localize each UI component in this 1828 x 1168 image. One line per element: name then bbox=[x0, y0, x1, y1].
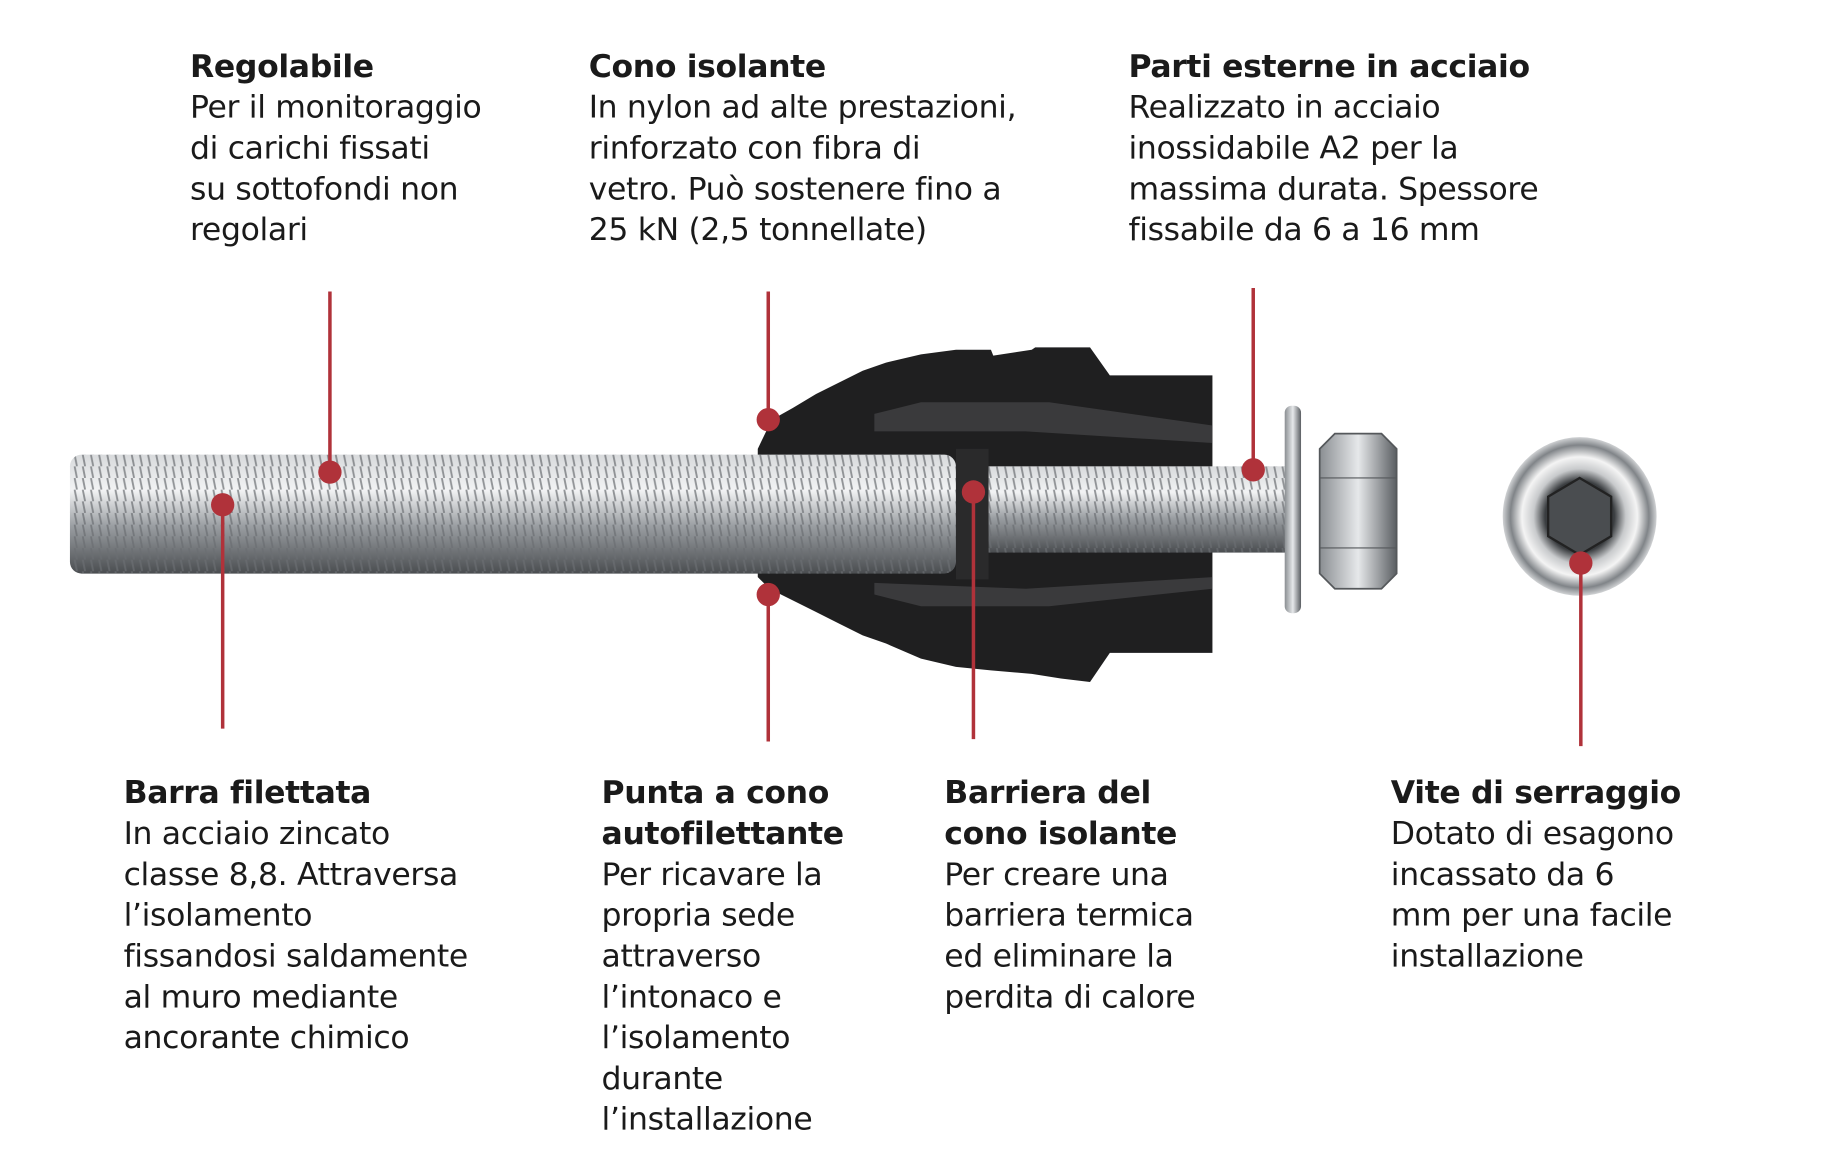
label-line: al muro mediante bbox=[123, 979, 399, 1016]
label-line: barriera termica bbox=[944, 897, 1194, 934]
label-line: Dotato di esagono bbox=[1390, 816, 1674, 853]
label-line: rinforzato con fibra di bbox=[588, 130, 921, 167]
label-line: ancorante chimico bbox=[123, 1020, 410, 1057]
label-title: Vite di serraggio bbox=[1390, 775, 1681, 812]
label-line: Per ricavare la bbox=[601, 856, 823, 894]
label-title: Barriera del bbox=[944, 775, 1151, 812]
clamping-screw bbox=[1502, 437, 1657, 596]
label-title: cono isolante bbox=[944, 816, 1178, 853]
label-line: attraverso bbox=[601, 938, 762, 975]
label-line: classe 8,8. Attraversa bbox=[123, 856, 459, 894]
label-line: fissabile da 6 a 16 mm bbox=[1128, 212, 1480, 249]
label-line: ed eliminare la bbox=[944, 938, 1174, 975]
label-line: vetro. Può sostenere fino a bbox=[588, 171, 1002, 208]
callout-dots bbox=[211, 408, 1593, 607]
label-line: su sottofondi non bbox=[190, 171, 459, 208]
label-line: incassato da 6 bbox=[1390, 856, 1615, 894]
label-title: Parti esterne in acciaio bbox=[1128, 48, 1530, 86]
label-line: In nylon ad alte prestazioni, bbox=[588, 89, 1017, 126]
label-line: Realizzato in acciaio bbox=[1128, 89, 1441, 126]
label-barriera: Barriera del cono isolante Per creare un… bbox=[944, 773, 1195, 1018]
label-line: propria sede bbox=[601, 897, 796, 934]
label-punta-cono: Punta a cono autofilettante Per ricavare… bbox=[601, 773, 845, 1140]
washer-and-nut bbox=[1284, 405, 1398, 614]
label-line: In acciaio zincato bbox=[123, 816, 391, 853]
label-parti-esterne: Parti esterne in acciaio Realizzato in a… bbox=[1128, 47, 1538, 251]
label-line: perdita di calore bbox=[944, 979, 1196, 1016]
label-line: fissandosi saldamente bbox=[123, 938, 469, 975]
label-line: l’isolamento bbox=[123, 897, 313, 934]
label-line: installazione bbox=[1390, 938, 1584, 975]
label-cono-isolante: Cono isolante In nylon ad alte prestazio… bbox=[589, 47, 1017, 251]
label-title: Barra filettata bbox=[123, 775, 372, 812]
label-line: Per creare una bbox=[944, 856, 1169, 894]
label-regolabile: Regolabile Per il monitoraggio di carich… bbox=[190, 47, 482, 251]
label-title: autofilettante bbox=[601, 816, 845, 853]
label-line: massima durata. Spessore bbox=[1128, 171, 1539, 208]
label-line: l’intonaco e bbox=[601, 979, 782, 1016]
label-title: Regolabile bbox=[190, 48, 374, 86]
label-line: regolari bbox=[190, 212, 308, 249]
label-line: 25 kN (2,5 tonnellate) bbox=[588, 212, 927, 249]
label-barra-filettata: Barra filettata In acciaio zincato class… bbox=[123, 773, 469, 1059]
label-line: l’installazione bbox=[601, 1101, 813, 1138]
label-line: inossidabile A2 per la bbox=[1128, 130, 1459, 167]
label-title: Punta a cono bbox=[601, 775, 830, 812]
label-vite: Vite di serraggio Dotato di esagono inca… bbox=[1391, 773, 1681, 977]
label-line: Per il monitoraggio bbox=[190, 89, 482, 126]
label-line: l’isolamento bbox=[601, 1020, 791, 1057]
label-line: di carichi fissati bbox=[190, 130, 430, 167]
label-line: durante bbox=[601, 1060, 724, 1098]
callout-lines bbox=[220, 287, 1583, 747]
label-line: mm per una facile bbox=[1390, 897, 1673, 934]
threaded-rod bbox=[69, 448, 1295, 580]
label-title: Cono isolante bbox=[588, 48, 827, 86]
